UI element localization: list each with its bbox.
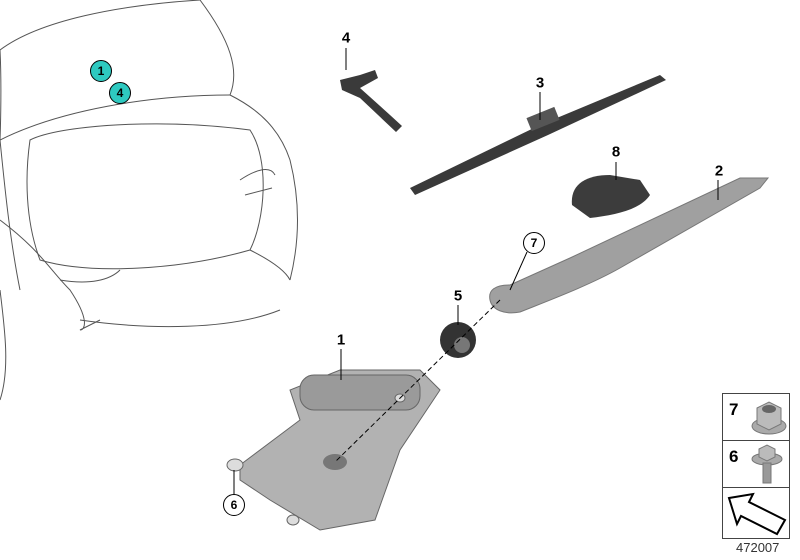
wiper-motor: [226, 369, 441, 531]
car-callout-4: 4: [109, 82, 131, 104]
callout-washer-nozzle: 4: [341, 29, 351, 47]
callout-wiper-motor: 1: [336, 331, 346, 349]
legend-number: 6: [729, 447, 739, 466]
callout-nut: 7: [523, 232, 545, 254]
leader-lines: [233, 48, 719, 494]
callout-grommet: 5: [453, 287, 463, 305]
flange-bolt-icon: [751, 444, 783, 484]
car-callout-1: 1: [90, 60, 112, 82]
legend-item-nut: 7: [722, 393, 790, 441]
wiper-arm: [489, 177, 770, 314]
grommet: [440, 322, 476, 358]
legend-number: 7: [729, 400, 739, 419]
legend-item-bolt: 6: [722, 440, 790, 488]
car-rear-outline: [0, 0, 298, 401]
callout-wiper-arm: 2: [714, 162, 724, 180]
diagram-number: 472007: [736, 540, 780, 555]
direction-arrow-icon: [727, 492, 787, 536]
wiper-blade: [410, 75, 666, 195]
washer-nozzle: [340, 70, 402, 132]
legend-item-arrow: [722, 487, 790, 539]
arm-cover: [571, 175, 650, 218]
callout-wiper-blade: 3: [535, 74, 545, 92]
callout-bolt: 6: [223, 494, 245, 516]
flange-nut-icon: [751, 401, 787, 435]
callout-arm-cover: 8: [611, 143, 621, 161]
